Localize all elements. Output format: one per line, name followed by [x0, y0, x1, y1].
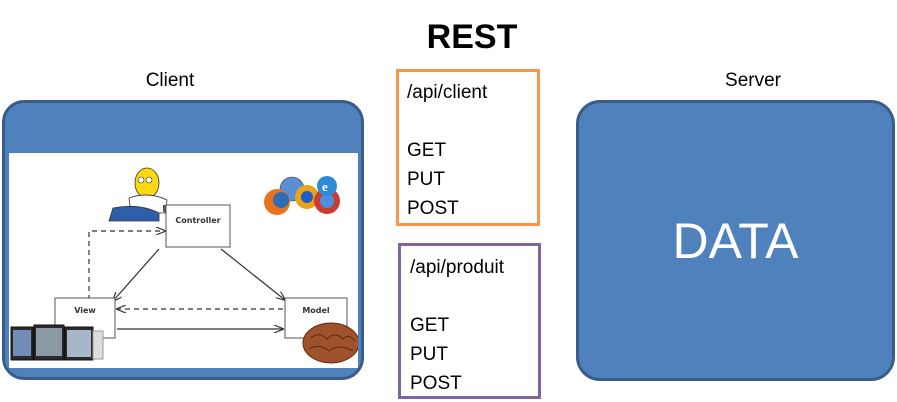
browser-logos-icon: e: [264, 176, 340, 215]
method-put: PUT: [407, 169, 445, 190]
view-to-controller-arrow: [88, 231, 165, 300]
method-get: GET: [410, 315, 450, 336]
client-label: Client: [145, 70, 195, 91]
model-label: Model: [302, 306, 330, 315]
method-post: POST: [410, 373, 462, 394]
controller-to-model-arrow: [220, 248, 285, 300]
view-label: View: [74, 306, 96, 315]
server-box: [576, 100, 895, 381]
method-get: GET: [407, 140, 447, 161]
controller-to-view-arrow: [113, 248, 160, 301]
svg-text:e: e: [322, 179, 328, 194]
endpoint-path: /api/produit: [410, 257, 505, 278]
monitors-icon: [10, 324, 104, 361]
brain-icon: [302, 322, 360, 364]
endpoint-client: /api/client GET PUT POST: [396, 69, 540, 226]
mvc-diagram: e Controller View Model: [9, 153, 360, 368]
method-put: PUT: [410, 344, 448, 365]
homer-figure-icon: [108, 167, 177, 222]
method-post: POST: [407, 198, 459, 219]
server-label: Server: [725, 70, 781, 91]
controller-box: [165, 204, 231, 248]
controller-label: Controller: [175, 216, 220, 225]
mvc-diagram-svg: e Controller View Model: [10, 167, 360, 364]
endpoint-produit: /api/produit GET PUT POST: [398, 243, 541, 399]
page-title: REST: [426, 18, 518, 56]
data-label: DATA: [672, 213, 799, 269]
endpoint-path: /api/client: [407, 82, 488, 103]
